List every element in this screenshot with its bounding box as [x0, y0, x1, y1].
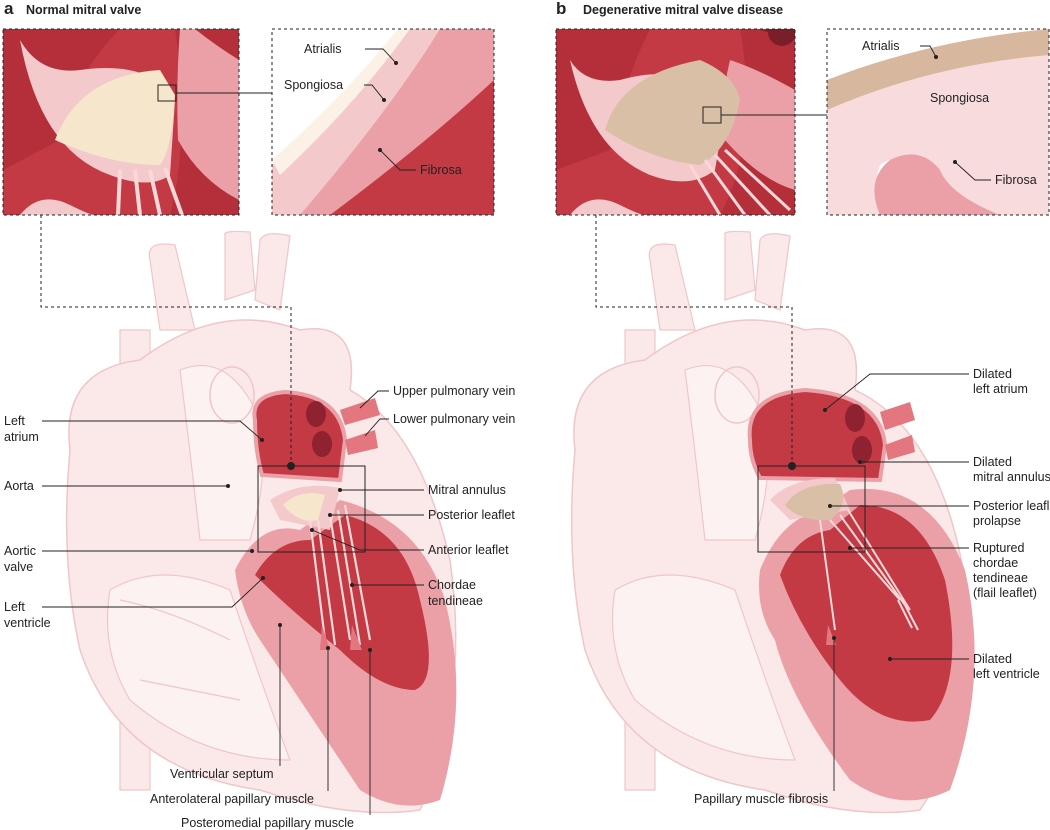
panel-b-title: Degenerative mitral valve disease — [583, 3, 783, 17]
label-b-atrialis: Atrialis — [862, 39, 900, 53]
inset-a-valve-frame — [2, 28, 240, 216]
label-a-anterior-leaflet: Anterior leaflet — [428, 543, 509, 557]
label-b-dilated-mitral-annulus-2: mitral annulus — [973, 470, 1050, 484]
panel-b-letter: b — [556, 0, 566, 18]
label-b-spongiosa: Spongiosa — [930, 91, 989, 105]
label-a-aortic-valve-1: Aortic — [4, 544, 36, 558]
label-b-posterior-leaflet-prolapse-1: Posterior leaflet — [973, 499, 1050, 513]
label-a-aorta: Aorta — [4, 479, 34, 493]
label-a-fibrosa: Fibrosa — [420, 163, 462, 177]
inset-b-tissue-layers — [827, 29, 1049, 215]
heart-b-chambers — [747, 387, 975, 801]
label-a-upper-pulmonary-vein: Upper pulmonary vein — [393, 384, 515, 398]
label-a-mitral-annulus: Mitral annulus — [428, 483, 506, 497]
inset-a-tissue-layers — [272, 29, 494, 215]
label-a-posterior-leaflet: Posterior leaflet — [428, 508, 515, 522]
label-b-dilated-left-atrium-2: left atrium — [973, 382, 1028, 396]
label-a-chordae-2: tendineae — [428, 594, 483, 608]
label-a-atrialis: Atrialis — [304, 42, 342, 56]
label-b-dilated-mitral-annulus-1: Dilated — [973, 455, 1012, 469]
label-b-ruptured-chordae-1: Ruptured — [973, 541, 1024, 555]
label-b-posterior-leaflet-prolapse-2: prolapse — [973, 514, 1021, 528]
panel-a: a Normal mitral valve Atrialis Spongiosa — [2, 0, 515, 830]
callout-a — [40, 215, 292, 466]
label-b-dilated-left-atrium-1: Dilated — [973, 367, 1012, 381]
label-b-ruptured-chordae-4: (flail leaflet) — [973, 586, 1037, 600]
label-b-dilated-left-ventricle-1: Dilated — [973, 652, 1012, 666]
inset-b-tissue-frame — [826, 28, 1050, 216]
label-b-fibrosa: Fibrosa — [995, 173, 1037, 187]
inset-b-valve-frame — [555, 28, 796, 216]
label-a-left-atrium-2: atrium — [4, 430, 39, 444]
heart-a-chambers — [235, 389, 457, 806]
label-a-chordae-1: Chordae — [428, 578, 476, 592]
label-a-posteromedial-papillary-muscle: Posteromedial papillary muscle — [181, 816, 354, 830]
inset-a-tissue-frame — [271, 28, 495, 216]
inset-b-valve-closeup — [556, 29, 795, 215]
callout-b — [595, 215, 793, 466]
label-a-spongiosa: Spongiosa — [284, 78, 343, 92]
label-a-left-ventricle-2: ventricle — [4, 616, 51, 630]
label-a-aortic-valve-2: valve — [4, 560, 33, 574]
label-a-left-ventricle-1: Left — [4, 600, 25, 614]
label-a-anterolateral-papillary-muscle: Anterolateral papillary muscle — [150, 792, 314, 806]
panel-a-letter: a — [4, 0, 14, 18]
panel-b: b Degenerative mitral valve disease Atri… — [555, 0, 1050, 814]
label-a-ventricular-septum: Ventricular septum — [170, 767, 274, 781]
inset-a-valve-closeup — [3, 29, 239, 215]
label-b-ruptured-chordae-3: tendineae — [973, 571, 1028, 585]
label-a-lower-pulmonary-vein: Lower pulmonary vein — [393, 412, 515, 426]
panel-a-title: Normal mitral valve — [26, 3, 141, 17]
label-b-papillary-muscle-fibrosis: Papillary muscle fibrosis — [694, 792, 828, 806]
label-b-dilated-left-ventricle-2: left ventricle — [973, 667, 1040, 681]
label-b-ruptured-chordae-2: chordae — [973, 556, 1018, 570]
label-a-left-atrium-1: Left — [4, 414, 25, 428]
